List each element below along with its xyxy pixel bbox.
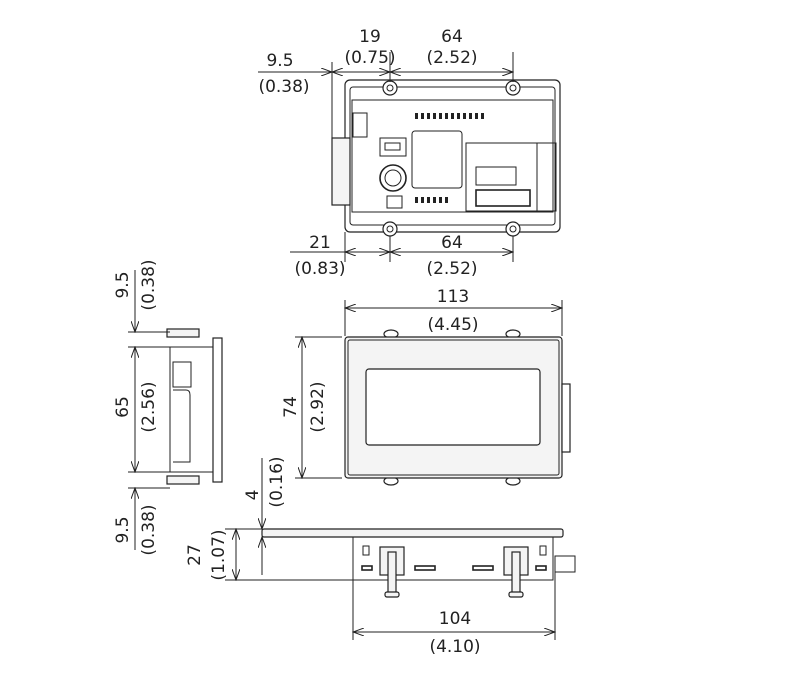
rear-view-dimensions: 9.5 (0.38) 19 (0.75) 64 (2.52) 21 (0.83)…: [258, 27, 513, 279]
dim-label-in: (0.38): [139, 504, 159, 555]
dim-label-in: (0.75): [344, 48, 395, 68]
side-view-dimensions: 9.5 (0.38) 65 (2.56) 9.5 (0.38): [113, 259, 170, 556]
dim-label-mm: 65: [113, 396, 133, 418]
dim-label-in: (4.10): [429, 637, 480, 657]
mounting-screw: [166, 328, 200, 338]
dim-label-in: (2.52): [426, 48, 477, 68]
dim-label-in: (2.52): [426, 259, 477, 279]
dim-label-mm: 27: [185, 544, 205, 566]
dim-label-mm: 64: [441, 233, 463, 253]
display-window: [365, 368, 541, 446]
mounting-screw: [166, 475, 200, 485]
clamp-screw: [503, 546, 529, 598]
dim-label-mm: 74: [281, 396, 301, 418]
dim-label-mm: 9.5: [266, 51, 293, 71]
dim-label-in: (0.38): [258, 77, 309, 97]
dim-label-mm: 19: [359, 27, 381, 47]
rear-view: [331, 79, 561, 237]
side-view: [166, 328, 223, 485]
dim-label-in: (0.38): [139, 259, 159, 310]
dim-label-in: (4.45): [427, 315, 478, 335]
clamp-screw: [379, 546, 405, 598]
dim-label-mm: 9.5: [113, 271, 133, 298]
dim-label-mm: 9.5: [113, 516, 133, 543]
dim-label-in: (2.92): [308, 381, 328, 432]
dim-label-mm: 21: [309, 233, 331, 253]
front-view: [344, 329, 571, 486]
dim-label-in: (1.07): [209, 529, 229, 580]
bottom-view-dimensions: 27 (1.07) 4 (0.16) 104 (4.10): [185, 456, 555, 657]
bottom-view: [261, 528, 576, 598]
dim-label-in: (0.16): [267, 456, 287, 507]
dim-label-mm: 64: [441, 27, 463, 47]
dim-label-mm: 113: [437, 287, 469, 307]
dim-label-in: (2.56): [139, 381, 159, 432]
din-connector: [379, 164, 407, 192]
dim-label-mm: 4: [243, 490, 263, 501]
dim-label-in: (0.83): [294, 259, 345, 279]
front-view-dimensions: 113 (4.45) 74 (2.92): [281, 287, 562, 478]
side-connector: [561, 383, 571, 453]
terminal-block: [331, 137, 351, 206]
dim-label-mm: 104: [439, 609, 471, 629]
